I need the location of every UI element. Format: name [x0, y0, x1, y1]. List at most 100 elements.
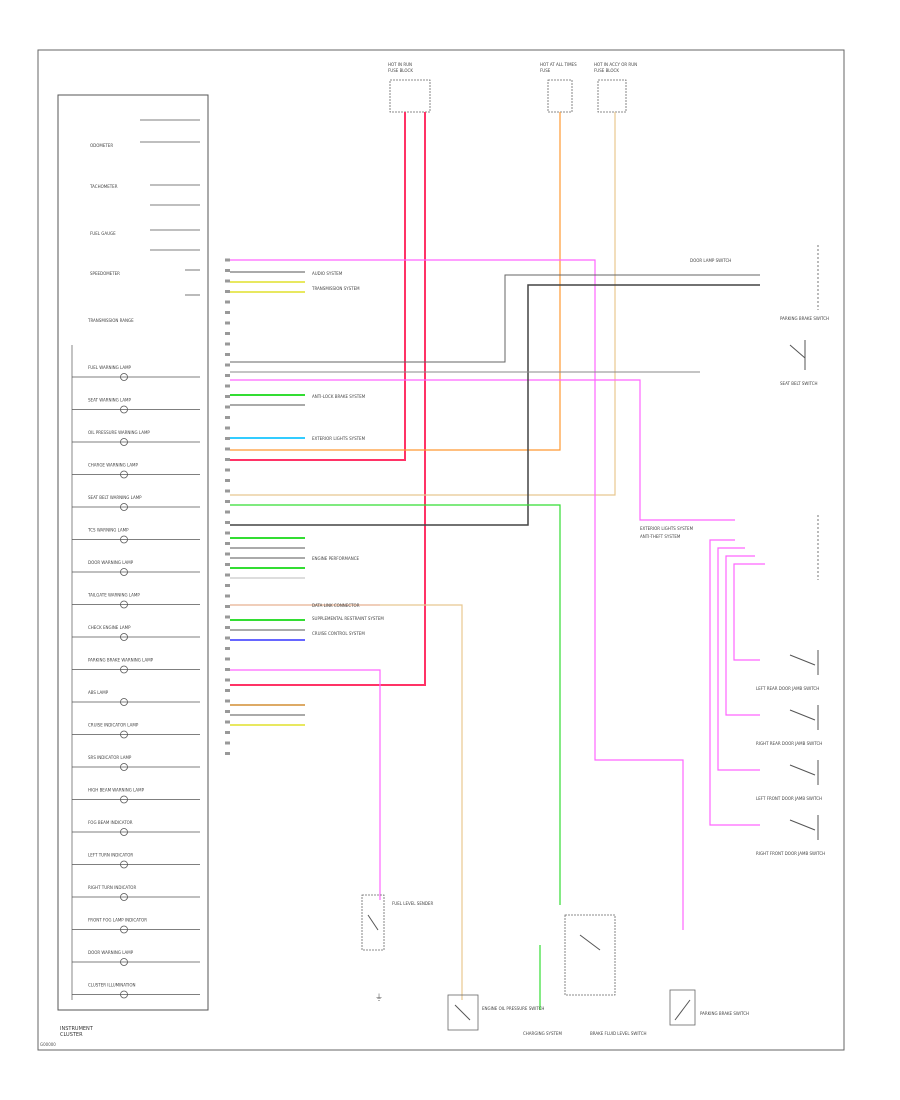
connector-pin: [225, 678, 230, 682]
connector-pin: [225, 615, 230, 619]
connector-pin: [225, 657, 230, 661]
component-label: FUEL LEVEL SENDER: [392, 901, 433, 906]
system-label: CRUISE CONTROL SYSTEM: [312, 631, 365, 636]
right-label: LEFT REAR DOOR JAMB SWITCH: [756, 686, 819, 691]
connector-pin: [225, 395, 230, 398]
connector-pin: [225, 353, 230, 356]
wire-orange: [230, 112, 561, 451]
cluster-label-line2: CLUSTER: [60, 1032, 83, 1038]
connector-pins: [225, 258, 230, 755]
gauge-label: TRANSMISSION RANGE: [87, 318, 134, 323]
wire-pink: [717, 547, 760, 771]
component-label: CHARGING SYSTEM: [523, 1031, 562, 1036]
lamp-label: FRONT FOG LAMP INDICATOR: [88, 918, 147, 923]
fuse-hot-at-all-times: [547, 79, 573, 113]
wire-red: [230, 112, 406, 461]
brake-fluid-switch: [564, 914, 616, 996]
wire-tan: [230, 112, 616, 496]
wire-dark: [230, 274, 760, 363]
ground-symbol: ⏚: [375, 993, 383, 1002]
cluster-label-line1: INSTRUMENT: [60, 1026, 94, 1032]
switch-symbol: [789, 815, 819, 840]
connector-pin: [225, 300, 230, 304]
connector-pin: [225, 290, 230, 293]
right-label: LEFT FRONT DOOR JAMB SWITCH: [756, 796, 822, 801]
system-label: EXTERIOR LIGHTS SYSTEM: [312, 436, 366, 441]
right-label: ANTI-THEFT SYSTEM: [640, 534, 681, 539]
lamp-label: FUEL WARNING LAMP: [88, 365, 132, 370]
lamp-label: SEAT WARNING LAMP: [88, 398, 132, 403]
connector-pin: [225, 374, 230, 377]
oil-pressure-switch: [447, 994, 479, 1031]
connector-pin: [225, 647, 230, 650]
gauge-label: ODOMETER: [90, 143, 113, 148]
right-label: SEAT BELT SWITCH: [780, 381, 818, 386]
top-components: HOT IN RUN FUSE BLOCK HOT AT ALL TIMES F…: [388, 62, 637, 113]
parking-brake-switch: [669, 989, 696, 1026]
gauge-label: FUEL GAUGE: [90, 231, 116, 236]
connector-pin: [225, 279, 230, 283]
gauge-label: TACHOMETER: [89, 184, 118, 189]
right-label: PARKING BRAKE SWITCH: [780, 316, 829, 321]
lamp-label: RIGHT TURN INDICATOR: [88, 885, 136, 890]
wire-dark: [230, 284, 760, 526]
fuse-block-sub: FUSE BLOCK: [388, 68, 413, 73]
lamp-label: SRS INDICATOR LAMP: [88, 755, 132, 760]
connector-pin: [225, 468, 230, 472]
wire-pink: [733, 563, 765, 661]
gauges-group: ODOMETER TACHOMETER FUEL GAUGE SPEEDOMET…: [87, 119, 200, 323]
instrument-cluster-box: [57, 94, 209, 1011]
switch-symbol: [789, 650, 819, 675]
connector-pin: [225, 668, 230, 671]
lamp-label: TAILGATE WARNING LAMP: [87, 593, 140, 598]
connector-pin: [225, 311, 230, 314]
connector-pin: [225, 510, 230, 514]
connector-pin: [225, 479, 230, 482]
switch-symbol: [789, 760, 819, 785]
connector-pin: [225, 626, 230, 629]
lamp-label: SEAT BELT WARNING LAMP: [88, 495, 142, 500]
lamp-label: HIGH BEAM WARNING LAMP: [88, 788, 145, 793]
lamp-label: OIL PRESSURE WARNING LAMP: [88, 430, 150, 435]
diagram-frame: [37, 49, 845, 1051]
lamp-label: FOG BEAM INDICATOR: [88, 820, 133, 825]
lamp-label: CHECK ENGINE LAMP: [88, 625, 131, 630]
connector-pin: [225, 531, 230, 535]
bottom-components: FUEL LEVEL SENDER ⏚ ENGINE OIL PRESSURE …: [361, 894, 749, 1036]
connector-pin: [225, 573, 230, 577]
fuel-level-sender: [361, 894, 385, 951]
fuse-block-label: HOT IN ACCY OR RUN: [594, 62, 637, 67]
right-label: EXTERIOR LIGHTS SYSTEM: [640, 526, 694, 531]
system-label: ANTI-LOCK BRAKE SYSTEM: [312, 394, 366, 399]
component-label: PARKING BRAKE SWITCH: [700, 1011, 749, 1016]
connector-pin: [225, 489, 230, 493]
lamps-group: FUEL WARNING LAMP SEAT WARNING LAMP OIL PR…: [71, 345, 200, 1000]
wire-green: [230, 504, 561, 905]
connector-pin: [225, 542, 230, 545]
lamp-label: CRUISE INDICATOR LAMP: [88, 723, 139, 728]
system-label: SUPPLEMENTAL RESTRAINT SYSTEM: [312, 616, 384, 621]
lamp-label: TCS WARNING LAMP: [87, 528, 129, 533]
fuse-block-hot-accy: [597, 79, 627, 113]
system-label: DATA LINK CONNECTOR: [312, 603, 360, 608]
connector-pin: [225, 605, 230, 608]
right-label: RIGHT REAR DOOR JAMB SWITCH: [756, 741, 822, 746]
lamp-label: DOOR WARNING LAMP: [88, 950, 134, 955]
fuse-block-hot-in-run: [389, 79, 431, 113]
right-label: RIGHT FRONT DOOR JAMB SWITCH: [756, 851, 825, 856]
connector-pin: [225, 321, 230, 325]
connector-pin: [225, 269, 230, 272]
connector-pin: [225, 720, 230, 724]
connector-pin: [225, 426, 230, 430]
lamp-label: DOOR WARNING LAMP: [88, 560, 134, 565]
connector-pin: [225, 731, 230, 734]
connector-pin: [225, 447, 230, 451]
wire-pink: [230, 669, 381, 900]
gauge-label: SPEEDOMETER: [90, 271, 120, 276]
fuse-label: HOT AT ALL TIMES: [540, 62, 577, 67]
wire-pink: [725, 555, 760, 716]
lamp-label: LEFT TURN INDICATOR: [88, 853, 133, 858]
connector-pin: [225, 342, 230, 346]
fuse-block-label: HOT IN RUN: [388, 62, 412, 67]
connector-pin: [225, 332, 230, 335]
